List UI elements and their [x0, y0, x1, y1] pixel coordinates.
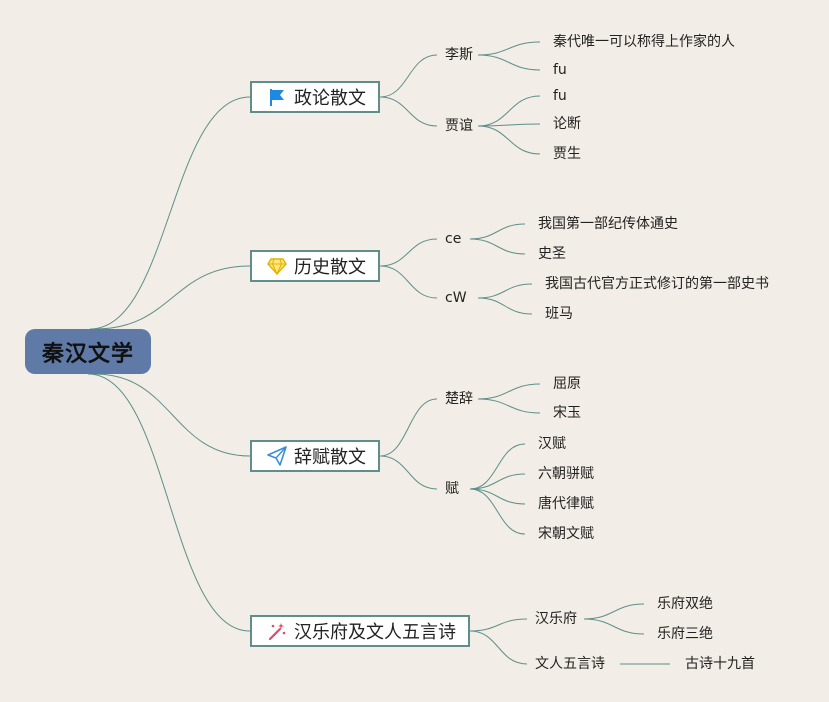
branch-fu-prose[interactable]: 辞赋散文	[250, 440, 380, 472]
connector-line	[477, 383, 541, 400]
connector-line	[469, 223, 526, 240]
sub-node[interactable]: 贾谊	[445, 118, 473, 134]
branch-label: 辞赋散文	[294, 447, 366, 468]
leaf-node[interactable]: 古诗十九首	[685, 656, 755, 672]
leaf-node[interactable]: 贾生	[553, 146, 581, 162]
connector-line	[477, 297, 533, 315]
sub-node[interactable]: 楚辞	[445, 391, 473, 407]
root-node[interactable]: 秦汉文学	[25, 329, 151, 374]
connector-line	[379, 238, 438, 267]
branch-label: 历史散文	[294, 257, 366, 278]
connector-line	[477, 41, 541, 56]
leaf-node[interactable]: 汉赋	[538, 436, 566, 452]
connector-line	[477, 123, 541, 127]
sub-node[interactable]: cW	[445, 290, 467, 306]
leaf-node[interactable]: fu	[553, 62, 567, 78]
connector-line	[469, 488, 526, 505]
magic-wand-icon	[266, 620, 288, 642]
connector-line	[379, 398, 438, 457]
leaf-node[interactable]: 六朝骈赋	[538, 466, 594, 482]
connector-line	[94, 373, 251, 457]
leaf-node[interactable]: 宋玉	[553, 405, 581, 421]
connector-line	[469, 443, 526, 490]
leaf-node[interactable]: 秦代唯一可以称得上作家的人	[553, 34, 735, 50]
branch-label: 政论散文	[294, 88, 366, 109]
sub-node[interactable]: 文人五言诗	[535, 656, 605, 672]
branch-political-prose[interactable]: 政论散文	[250, 81, 380, 113]
connector-line	[477, 283, 533, 299]
sub-node[interactable]: ce	[445, 231, 462, 247]
leaf-node[interactable]: 乐府三绝	[657, 626, 713, 642]
leaf-node[interactable]: fu	[553, 88, 567, 104]
connector-line	[379, 54, 438, 98]
connector-line	[469, 618, 528, 632]
connector-line	[469, 238, 526, 255]
connector-line	[477, 398, 541, 414]
sub-node[interactable]: 赋	[445, 481, 459, 497]
leaf-node[interactable]: 屈原	[553, 376, 581, 392]
connector-line	[379, 455, 438, 490]
connector-line	[477, 95, 541, 127]
leaf-node[interactable]: 乐府双绝	[657, 596, 713, 612]
leaf-node[interactable]: 班马	[545, 306, 573, 322]
connector-line	[379, 96, 438, 127]
connector-line	[583, 618, 645, 635]
connector-line	[469, 630, 528, 665]
branch-yuefu-poetry[interactable]: 汉乐府及文人五言诗	[250, 615, 470, 647]
diamond-icon	[266, 255, 288, 277]
connector-line	[379, 265, 438, 299]
connector-line	[89, 96, 251, 330]
leaf-node[interactable]: 唐代律赋	[538, 496, 594, 512]
branch-label: 汉乐府及文人五言诗	[294, 622, 456, 643]
branch-historical-prose[interactable]: 历史散文	[250, 250, 380, 282]
sub-node[interactable]: 汉乐府	[535, 611, 577, 627]
connector-line	[87, 373, 251, 632]
connector-line	[469, 488, 526, 535]
connector-line	[469, 473, 526, 490]
connector-line	[94, 265, 251, 330]
leaf-node[interactable]: 我国古代官方正式修订的第一部史书	[545, 276, 769, 292]
leaf-node[interactable]: 宋朝文赋	[538, 526, 594, 542]
leaf-node[interactable]: 论断	[553, 116, 581, 132]
leaf-node[interactable]: 史圣	[538, 246, 566, 262]
flag-icon	[266, 86, 288, 108]
sub-node[interactable]: 李斯	[445, 47, 473, 63]
connector-line	[583, 603, 645, 620]
paper-plane-icon	[266, 445, 288, 467]
connector-line	[477, 54, 541, 71]
leaf-node[interactable]: 我国第一部纪传体通史	[538, 216, 678, 232]
connector-line	[477, 125, 541, 155]
